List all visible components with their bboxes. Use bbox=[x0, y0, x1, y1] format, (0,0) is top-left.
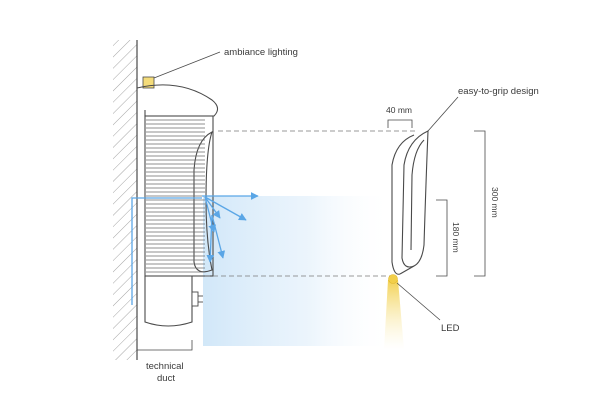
height-inner-label: 180 mm bbox=[451, 222, 461, 253]
ambiance-leader-line bbox=[153, 51, 221, 79]
projection-lines bbox=[205, 130, 418, 277]
luminaire-ribs bbox=[146, 119, 205, 273]
wall bbox=[113, 40, 138, 360]
led-leader-line bbox=[396, 282, 441, 321]
ambiance-light-source bbox=[142, 76, 155, 89]
grip-leader-line bbox=[427, 96, 459, 132]
easy-to-grip-label: easy-to-grip design bbox=[458, 86, 539, 97]
duct-dimension-bracket bbox=[136, 340, 193, 351]
led-source bbox=[388, 274, 398, 284]
led-beam bbox=[384, 280, 404, 350]
technical-duct-path bbox=[131, 197, 202, 305]
light-glow bbox=[203, 196, 393, 346]
technical-duct-label-line2: duct bbox=[157, 373, 175, 384]
luminaire-front-view bbox=[391, 130, 429, 275]
ambiance-lighting-label: ambiance lighting bbox=[224, 47, 298, 58]
height-inner-bracket bbox=[436, 199, 448, 277]
led-label: LED bbox=[441, 323, 460, 334]
height-total-bracket bbox=[474, 130, 486, 277]
width-dimension-bracket bbox=[387, 119, 413, 128]
height-total-label: 300 mm bbox=[490, 187, 500, 218]
width-dimension-label: 40 mm bbox=[386, 105, 412, 115]
technical-duct-label-line1: technical bbox=[146, 361, 184, 372]
connector bbox=[191, 291, 203, 307]
light-arrows bbox=[202, 192, 259, 263]
